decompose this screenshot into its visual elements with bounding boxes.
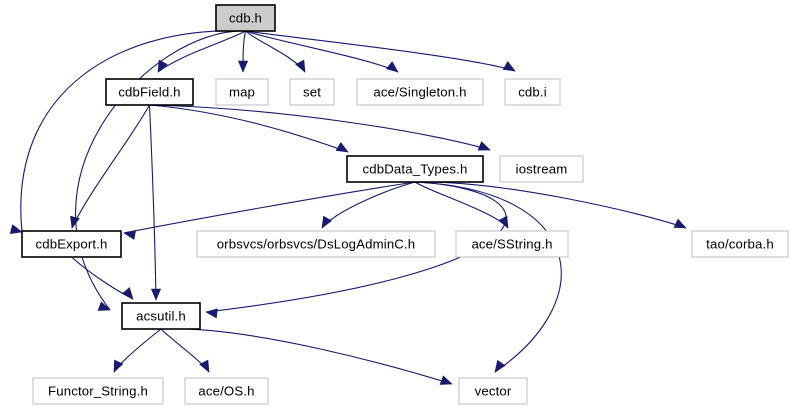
edge-cdb_h-to-ace_singleton_h [245, 30, 399, 73]
edge-cdb_h-to-cdbexport_h [20, 30, 246, 233]
node-box-ace_sstring_h[interactable] [455, 230, 569, 258]
node-label-acsutil_h: acsutil.h [136, 308, 186, 323]
node-box-tao_corba_h[interactable] [691, 230, 789, 258]
arrowhead-icon [157, 59, 168, 73]
graph-node-map[interactable]: map [215, 78, 269, 106]
arrowhead-icon [121, 287, 134, 300]
graph-node-ace_singleton_h[interactable]: ace/Singleton.h [356, 78, 484, 106]
graph-node-iostream[interactable]: iostream [499, 155, 584, 183]
edge-cdb_h-to-cdbfield_h [157, 30, 246, 73]
arrowhead-icon [385, 61, 399, 73]
graph-node-functor_string_h[interactable]: Functor_String.h [32, 377, 164, 405]
node-label-ace_sstring_h: ace/SString.h [471, 236, 552, 251]
node-label-iostream: iostream [516, 161, 568, 176]
graph-node-vector[interactable]: vector [458, 377, 528, 405]
arrowhead-icon [502, 60, 516, 72]
node-label-set: set [303, 84, 321, 99]
edge-cdbfield_h-to-acsutil_h [148, 104, 157, 301]
arrowhead-icon [237, 60, 249, 73]
node-box-map[interactable] [215, 78, 269, 106]
graph-node-dslogadminc_h[interactable]: orbsvcs/orbsvcs/DsLogAdminC.h [196, 230, 436, 258]
node-label-cdbdata_types_h: cdbData_Types.h [363, 161, 468, 176]
arrowhead-icon [113, 359, 124, 373]
node-box-set[interactable] [289, 78, 335, 106]
node-box-cdb_h[interactable] [215, 4, 276, 32]
node-box-acsutil_h[interactable] [121, 302, 201, 330]
arrowhead-icon [477, 141, 491, 151]
edge-cdbfield_h-to-cdbexport_h [71, 104, 150, 229]
arrowhead-icon [673, 218, 687, 229]
edge-cdb_h-to-acsutil_h [75, 30, 246, 311]
edge-cdbfield_h-to-iostream [149, 104, 491, 151]
node-label-ace_singleton_h: ace/Singleton.h [373, 84, 466, 99]
graph-node-cdbfield_h[interactable]: cdbField.h [105, 78, 194, 106]
graph-node-tao_corba_h[interactable]: tao/corba.h [691, 230, 789, 258]
node-box-iostream[interactable] [499, 155, 584, 183]
graph-node-cdbdata_types_h[interactable]: cdbData_Types.h [346, 155, 484, 183]
node-box-ace_os_h[interactable] [184, 377, 269, 405]
arrowhead-icon [150, 288, 162, 301]
node-label-map: map [229, 84, 255, 99]
arrowhead-icon [9, 224, 23, 234]
node-label-functor_string_h: Functor_String.h [48, 383, 148, 398]
node-label-cdbexport_h: cdbExport.h [35, 236, 107, 251]
node-box-dslogadminc_h[interactable] [196, 230, 436, 258]
node-box-vector[interactable] [458, 377, 528, 405]
arrowhead-icon [494, 359, 506, 373]
edge-cdbdata_types_h-to-ace_sstring_h [414, 181, 509, 229]
graph-node-ace_os_h[interactable]: ace/OS.h [184, 377, 269, 405]
node-label-dslogadminc_h: orbsvcs/orbsvcs/DsLogAdminC.h [217, 236, 416, 251]
edge-cdbfield_h-to-cdbdata_types_h [149, 104, 349, 153]
node-layer: cdb.h cdbField.h map set ace/Singleton.h cdb.… [21, 4, 789, 405]
node-label-tao_corba_h: tao/corba.h [706, 236, 774, 251]
node-label-cdb_i: cdb.i [518, 84, 547, 99]
node-box-functor_string_h[interactable] [32, 377, 164, 405]
arrowhead-icon [123, 229, 137, 240]
edge-cdb_h-to-cdb_i [245, 30, 516, 72]
node-label-ace_os_h: ace/OS.h [198, 383, 254, 398]
node-label-vector: vector [475, 383, 512, 398]
node-box-cdbexport_h[interactable] [21, 230, 122, 258]
arrowhead-icon [205, 308, 218, 319]
node-label-cdbfield_h: cdbField.h [118, 84, 180, 99]
arrowhead-icon [199, 359, 210, 373]
graph-node-acsutil_h[interactable]: acsutil.h [121, 302, 201, 330]
arrowhead-icon [70, 215, 80, 229]
graph-node-cdb_i[interactable]: cdb.i [504, 78, 561, 106]
node-box-cdb_i[interactable] [504, 78, 561, 106]
edge-acsutil_h-to-vector [160, 328, 453, 385]
graph-node-set[interactable]: set [289, 78, 335, 106]
graph-node-cdbexport_h[interactable]: cdbExport.h [21, 230, 122, 258]
node-box-cdbdata_types_h[interactable] [346, 155, 484, 183]
arrowhead-icon [335, 141, 349, 153]
arrowhead-icon [321, 215, 333, 229]
edge-cdbdata_types_h-to-cdbexport_h [123, 181, 416, 234]
graph-node-ace_sstring_h[interactable]: ace/SString.h [455, 230, 569, 258]
node-box-ace_singleton_h[interactable] [356, 78, 484, 106]
edge-cdbdata_types_h-to-tao_corba_h [414, 181, 687, 229]
edge-cdbdata_types_h-to-vector [414, 181, 562, 373]
node-box-cdbfield_h[interactable] [105, 78, 194, 106]
arrowhead-icon [97, 301, 111, 311]
arrowhead-icon [439, 375, 453, 385]
arrowhead-icon [295, 59, 306, 73]
graph-node-cdb_h[interactable]: cdb.h [215, 4, 276, 32]
node-label-cdb_h: cdb.h [229, 10, 262, 25]
